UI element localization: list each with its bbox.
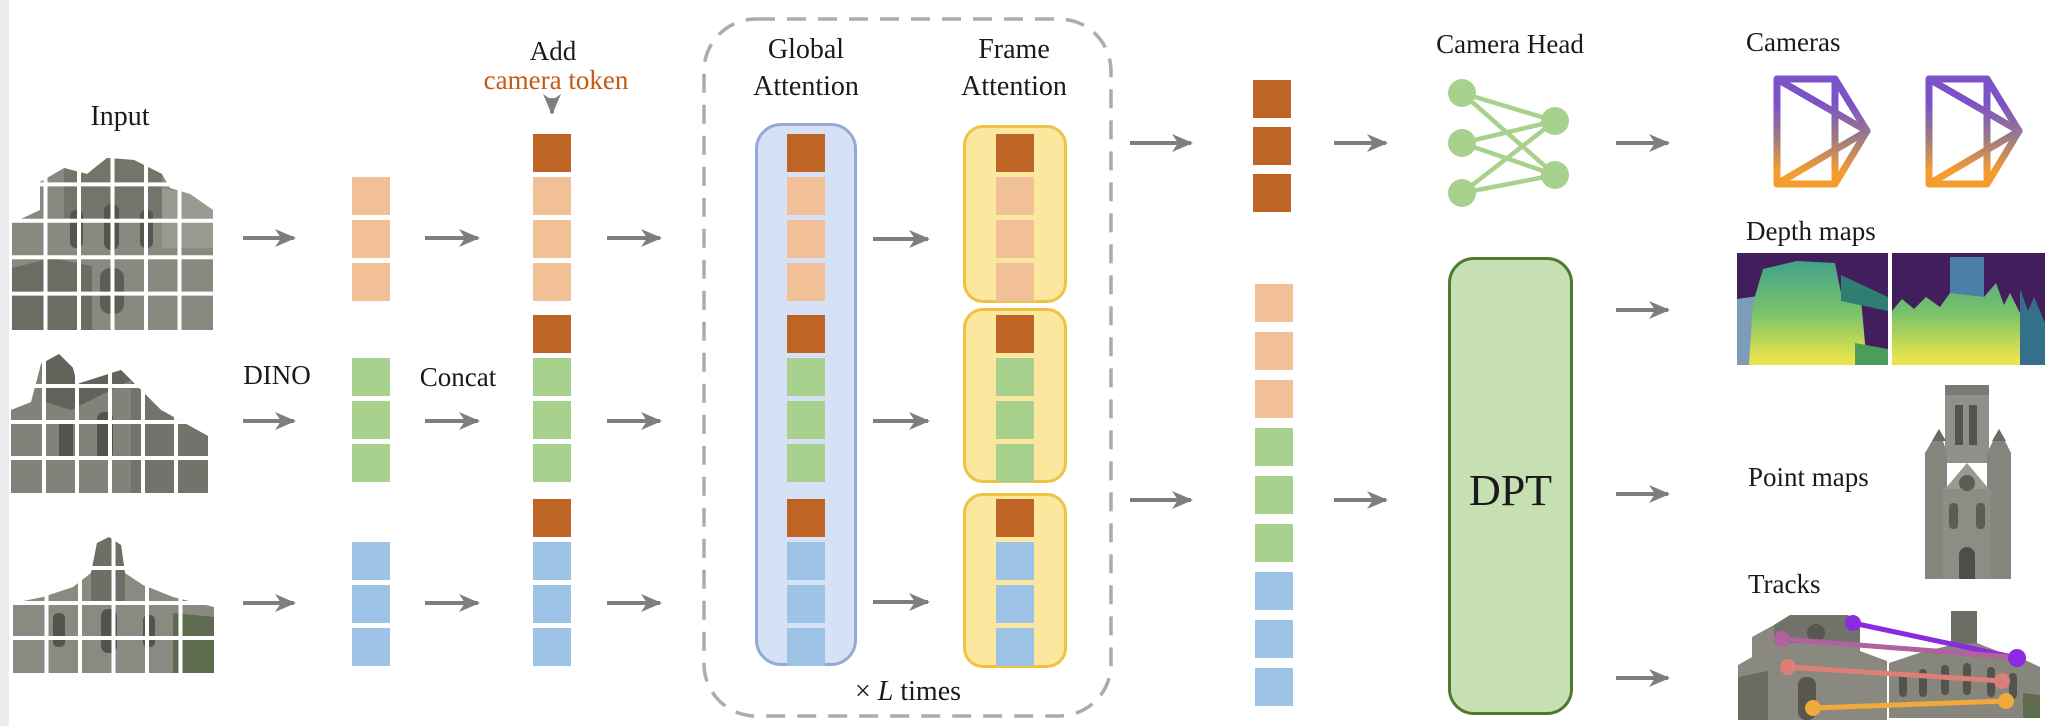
token-camera bbox=[1253, 127, 1291, 165]
token-green bbox=[533, 401, 571, 439]
token-orange bbox=[996, 177, 1034, 215]
token-green bbox=[533, 358, 571, 396]
cameras-label: Cameras bbox=[1746, 27, 1841, 57]
token-blue bbox=[352, 628, 390, 666]
token-orange bbox=[996, 263, 1034, 301]
token-blue bbox=[533, 628, 571, 666]
loop-times-label: × L times bbox=[854, 676, 962, 707]
token-orange bbox=[787, 177, 825, 215]
token-blue bbox=[787, 628, 825, 666]
dpt-box: DPT bbox=[1448, 257, 1573, 715]
depth-map-image-2 bbox=[1892, 253, 2045, 365]
input-image-1 bbox=[12, 148, 213, 330]
token-camera bbox=[996, 315, 1034, 353]
token-blue bbox=[1255, 620, 1293, 658]
token-green bbox=[996, 444, 1034, 482]
token-orange bbox=[352, 220, 390, 258]
token-green bbox=[787, 358, 825, 396]
input-image-3 bbox=[13, 533, 214, 673]
token-orange bbox=[352, 177, 390, 215]
token-orange bbox=[787, 220, 825, 258]
camera-token-label: camera token bbox=[483, 65, 629, 95]
camera-head-mlp-icon bbox=[1432, 72, 1582, 212]
token-camera bbox=[996, 134, 1034, 172]
token-green bbox=[787, 444, 825, 482]
token-camera bbox=[533, 315, 571, 353]
add-label: Add bbox=[529, 36, 577, 66]
token-camera bbox=[1253, 80, 1291, 118]
tracks-image-left bbox=[1738, 607, 1887, 720]
tracks-label: Tracks bbox=[1748, 569, 1821, 599]
token-camera bbox=[996, 499, 1034, 537]
token-blue bbox=[533, 542, 571, 580]
token-orange bbox=[533, 263, 571, 301]
token-blue bbox=[996, 628, 1034, 666]
camera-head-label: Camera Head bbox=[1436, 29, 1584, 59]
camera-frustum-icon-2 bbox=[1925, 75, 2025, 188]
depth-maps-label: Depth maps bbox=[1746, 216, 1876, 246]
camera-frustum-icon-1 bbox=[1773, 75, 1873, 188]
token-green bbox=[996, 401, 1034, 439]
frame-attention-label: Frame Attention bbox=[961, 34, 1067, 102]
token-camera bbox=[1253, 174, 1291, 212]
token-orange bbox=[533, 220, 571, 258]
token-camera bbox=[533, 499, 571, 537]
token-camera bbox=[787, 315, 825, 353]
input-image-2 bbox=[11, 350, 208, 493]
tracks-image-right bbox=[1889, 603, 2040, 718]
dino-label: DINO bbox=[243, 360, 311, 390]
token-orange bbox=[1255, 332, 1293, 370]
token-camera bbox=[787, 499, 825, 537]
token-blue bbox=[996, 585, 1034, 623]
token-orange bbox=[352, 263, 390, 301]
token-blue bbox=[533, 585, 571, 623]
token-orange bbox=[1255, 380, 1293, 418]
token-green bbox=[996, 358, 1034, 396]
point-maps-label: Point maps bbox=[1748, 462, 1869, 492]
token-blue bbox=[1255, 668, 1293, 706]
token-orange bbox=[533, 177, 571, 215]
token-orange bbox=[787, 263, 825, 301]
token-green bbox=[1255, 524, 1293, 562]
token-blue bbox=[1255, 572, 1293, 610]
token-blue bbox=[352, 542, 390, 580]
token-blue bbox=[352, 585, 390, 623]
global-attention-label: Global Attention bbox=[753, 34, 859, 102]
token-camera bbox=[533, 134, 571, 172]
token-green bbox=[352, 444, 390, 482]
dpt-box-label: DPT bbox=[1468, 466, 1553, 515]
depth-map-image-1 bbox=[1737, 253, 1888, 365]
input-label: Input bbox=[90, 101, 150, 132]
token-orange bbox=[1255, 284, 1293, 322]
token-orange bbox=[996, 220, 1034, 258]
token-green bbox=[352, 401, 390, 439]
token-blue bbox=[996, 542, 1034, 580]
token-green bbox=[787, 401, 825, 439]
point-map-image bbox=[1917, 383, 2017, 580]
token-blue bbox=[787, 585, 825, 623]
concat-label: Concat bbox=[419, 362, 497, 392]
token-green bbox=[1255, 476, 1293, 514]
token-blue bbox=[787, 542, 825, 580]
token-green bbox=[533, 444, 571, 482]
page-edge-strip bbox=[0, 0, 9, 726]
token-green bbox=[1255, 428, 1293, 466]
token-green bbox=[352, 358, 390, 396]
token-camera bbox=[787, 134, 825, 172]
